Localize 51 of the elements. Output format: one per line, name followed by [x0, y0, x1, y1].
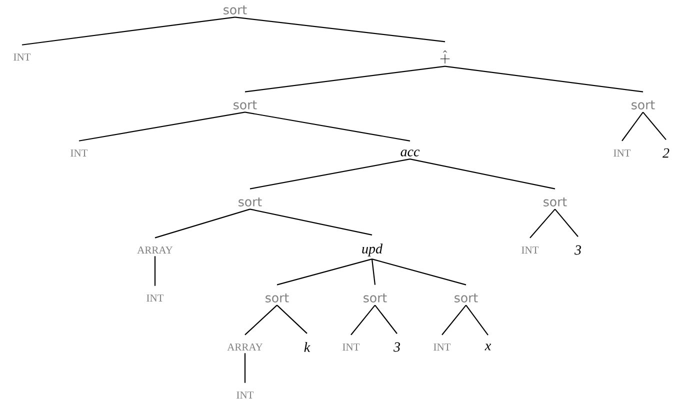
type-label: INT	[146, 294, 164, 302]
tree-branch	[78, 112, 246, 142]
sort-label: sort	[544, 198, 567, 206]
tree-branch	[444, 66, 644, 92]
tree-branch	[622, 112, 644, 142]
tree-branch	[466, 304, 488, 336]
tree-branch	[250, 208, 372, 236]
term-label: 3	[574, 245, 582, 255]
term-label: 2	[662, 148, 670, 158]
tree-branch	[276, 304, 308, 334]
type-label: ARRAY	[227, 344, 263, 350]
sort-label: sort	[364, 294, 387, 302]
tree-branch	[154, 208, 250, 238]
term-label: upd	[362, 244, 383, 256]
tree-branch	[374, 304, 398, 334]
term-label: 3	[394, 342, 400, 352]
type-label: INT	[70, 150, 88, 156]
tree-branch	[244, 112, 410, 142]
operator-label: $\hat{+}$	[440, 50, 450, 64]
type-label: INT	[14, 54, 31, 60]
tree-branch	[244, 66, 446, 92]
tree-branch	[276, 258, 372, 286]
term-label: k	[304, 342, 310, 352]
sort-label: sort	[238, 198, 262, 206]
tree-branch	[154, 256, 156, 286]
tree-branch	[642, 112, 666, 140]
type-label: INT	[434, 344, 451, 350]
tree-branch	[244, 353, 246, 383]
tree-branch	[371, 258, 376, 285]
tree-branch	[530, 208, 556, 238]
type-label: INT	[236, 392, 254, 398]
type-label: INT	[342, 344, 360, 350]
type-label: INT	[614, 150, 631, 156]
sort-label: sort	[266, 294, 289, 302]
type-label: INT	[522, 246, 539, 254]
tree-branch	[442, 304, 466, 336]
sort-label: sort	[632, 100, 655, 110]
term-label: acc	[400, 150, 420, 156]
tree-branch	[234, 16, 446, 42]
sort-label: sort	[234, 100, 257, 110]
tree-branch	[372, 258, 466, 286]
tree-branch	[22, 16, 236, 46]
tree-branch	[410, 158, 556, 190]
tree-branch	[554, 208, 578, 237]
tree-branch	[244, 304, 278, 336]
tree-branch	[250, 158, 410, 190]
term-label: x	[484, 344, 492, 350]
tree-branch	[350, 304, 376, 336]
sort-label: sort	[224, 6, 247, 14]
sort-label: sort	[454, 294, 478, 302]
type-label: ARRAY	[137, 246, 173, 254]
